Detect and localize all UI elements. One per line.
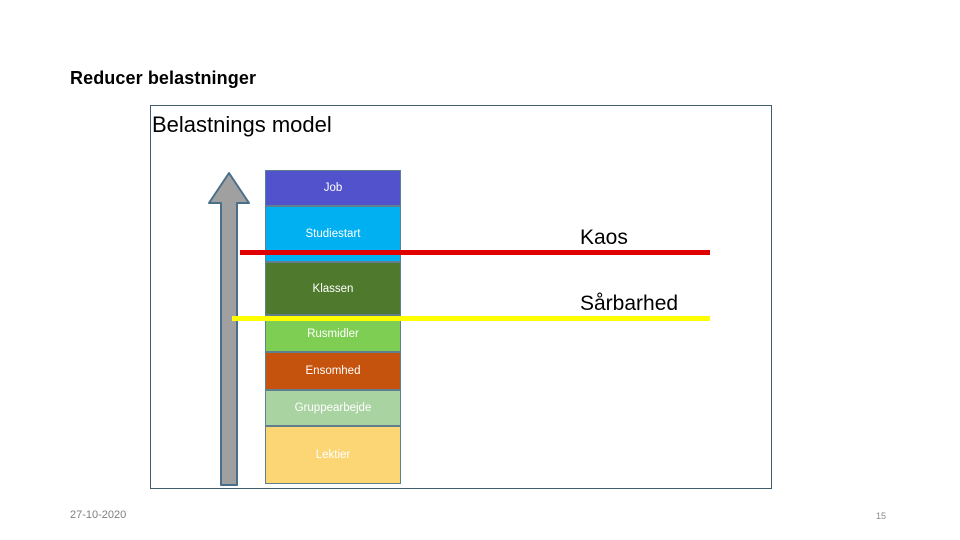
page-title: Reducer belastninger (70, 68, 257, 88)
stack-box-label: Klassen (312, 282, 354, 295)
red-line (240, 250, 710, 255)
stack-box-label: Gruppearbejde (294, 402, 372, 414)
stack-box-label: Studiestart (305, 228, 361, 240)
yellow-line (232, 316, 710, 321)
stack-box-label: Job (323, 182, 343, 194)
stack-box: Rusmidler (265, 315, 401, 352)
stack-box: Gruppearbejde (265, 390, 401, 426)
stack-box: Lektier (265, 426, 401, 484)
footer-date: 27-10-2020 (70, 509, 127, 521)
footer-slide-number: 15 (876, 511, 887, 521)
stack-box-label: Ensomhed (305, 365, 361, 377)
content-heading: Belastnings model (152, 112, 332, 137)
stack-box: Klassen (265, 262, 401, 315)
stack-box-label: Lektier (315, 449, 351, 461)
label-kaos: Kaos (580, 226, 628, 249)
upward-arrow-icon (208, 172, 250, 486)
stack-box: Ensomhed (265, 352, 401, 390)
content-frame (150, 105, 772, 489)
label-saarbarhed: Sårbarhed (580, 292, 679, 315)
stack-box: Job (265, 170, 401, 206)
stack-box-label: Rusmidler (307, 327, 359, 340)
